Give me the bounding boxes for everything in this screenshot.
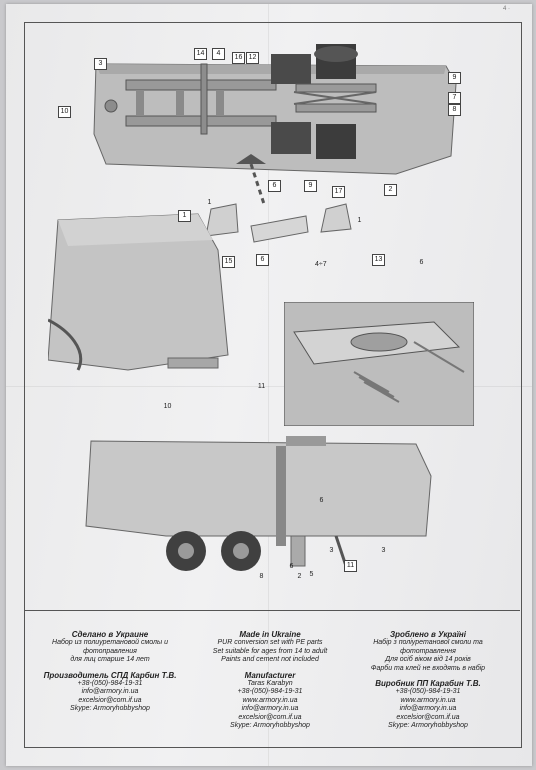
ua-line1: Набір з поліуретанової смоли та фототрав… (373, 639, 483, 655)
en-line3: Paints and cement not included (221, 656, 319, 663)
callout-16: 16 (232, 52, 245, 64)
en-maker: Taras Karabyn (247, 679, 293, 687)
callout-9b: 9 (304, 180, 317, 192)
footer-ua: Зроблено в Україні Набір з поліуретаново… (348, 630, 508, 731)
callout-9: 9 (448, 72, 461, 84)
callout-3: 3 (94, 58, 107, 70)
callout-6b: 6 (256, 254, 269, 266)
callout-1b: 1 (357, 217, 362, 224)
ru-email1: info@armory.in.ua (81, 688, 139, 695)
assembly-arrow-and-brackets (205, 154, 352, 243)
ua-email2: excelsior@com.if.ua (396, 713, 460, 721)
callout-8: 8 (448, 104, 461, 116)
callout-1a: 1 (207, 199, 212, 206)
callout-10b: 10 (163, 403, 172, 410)
en-phone: +38-(050)-984-19-31 (237, 688, 303, 695)
callout-14: 14 (194, 48, 207, 60)
callout-6e: 6 (289, 563, 294, 570)
ru-skype: Skype: Armoryhobbyshop (70, 705, 150, 712)
callout-11: 11 (257, 383, 266, 390)
callout-12: 12 (246, 52, 259, 64)
en-line2: Set suitable for ages from 14 to adult (212, 647, 328, 655)
callout-2b: 2 (297, 573, 302, 580)
page-frame (24, 22, 522, 748)
callout-4-7: 4÷7 (315, 261, 327, 268)
instruction-sheet: 4 · 3 14 4 16 12 9 7 8 10 6 9 17 2 1 1 (6, 4, 532, 766)
callout-7: 7 (448, 92, 461, 104)
callout-8b: 8 (259, 573, 264, 580)
ru-maker: Производитель СПД Карбин Т.В. (43, 670, 177, 680)
callout-6c: 6 (419, 259, 424, 266)
corner-mark: 4 · (502, 6, 510, 12)
en-maker-title: Manufacturer (244, 670, 296, 680)
en-title: Made in Ukraine (239, 630, 301, 639)
ru-title: Сделано в Украине (71, 630, 149, 639)
footer-divider (24, 610, 520, 611)
callout-3c: 3 (381, 547, 386, 554)
ua-phone: +38-(050)-984-19-31 (395, 688, 461, 695)
ua-maker: Виробник ПП Карабин Т.В. (375, 679, 481, 688)
ua-line2: Для осіб віком від 14 років (385, 656, 471, 663)
footer-ru: Сделано в Украине Набор из полиуретаново… (30, 630, 190, 714)
ua-skype: Skype: Armoryhobbyshop (388, 722, 468, 729)
en-email1: info@armory.in.ua (241, 705, 299, 712)
callout-3b: 3 (329, 547, 334, 554)
callout-15: 15 (222, 256, 235, 268)
callout-5: 5 (309, 571, 314, 578)
footer-en: Made in Ukraine PUR conversion set with … (190, 630, 350, 731)
callout-17: 17 (332, 186, 345, 198)
callout-13: 13 (372, 254, 385, 266)
cab-front-drawing (48, 213, 229, 371)
callout-6d: 6 (319, 497, 324, 504)
ru-phone: +38-(050)-984-19-31 (77, 679, 143, 687)
trailer-side-drawing (85, 436, 432, 571)
en-line1: PUR conversion set with PE parts (217, 639, 323, 646)
callout-10: 10 (58, 106, 71, 118)
chassis-underside-drawing (93, 44, 457, 175)
en-email2: excelsior@com.if.ua (238, 713, 302, 721)
roof-detail-inset (284, 302, 474, 426)
ua-email1: info@armory.in.ua (399, 705, 457, 712)
callout-2: 2 (384, 184, 397, 196)
paper-fold-vertical (268, 4, 269, 766)
ru-line1: Набор из полиуретановой смолы и фотоправ… (52, 639, 168, 655)
en-skype: Skype: Armoryhobbyshop (230, 722, 310, 729)
callout-11b: 11 (344, 560, 357, 572)
ru-email2: excelsior@com.if.ua (78, 696, 142, 704)
paper-fold-horizontal (6, 386, 532, 387)
ua-line3: Фарби та клей не входять в набір (370, 664, 486, 672)
en-site: www.armory.in.ua (242, 696, 298, 704)
ru-line2: для лиц старше 14 лет (70, 656, 150, 663)
ua-site: www.armory.in.ua (400, 696, 456, 704)
ua-title: Зроблено в Україні (390, 630, 466, 639)
callout-6: 6 (268, 180, 281, 192)
callout-4: 4 (212, 48, 225, 60)
callout-1c: 1 (178, 210, 191, 222)
